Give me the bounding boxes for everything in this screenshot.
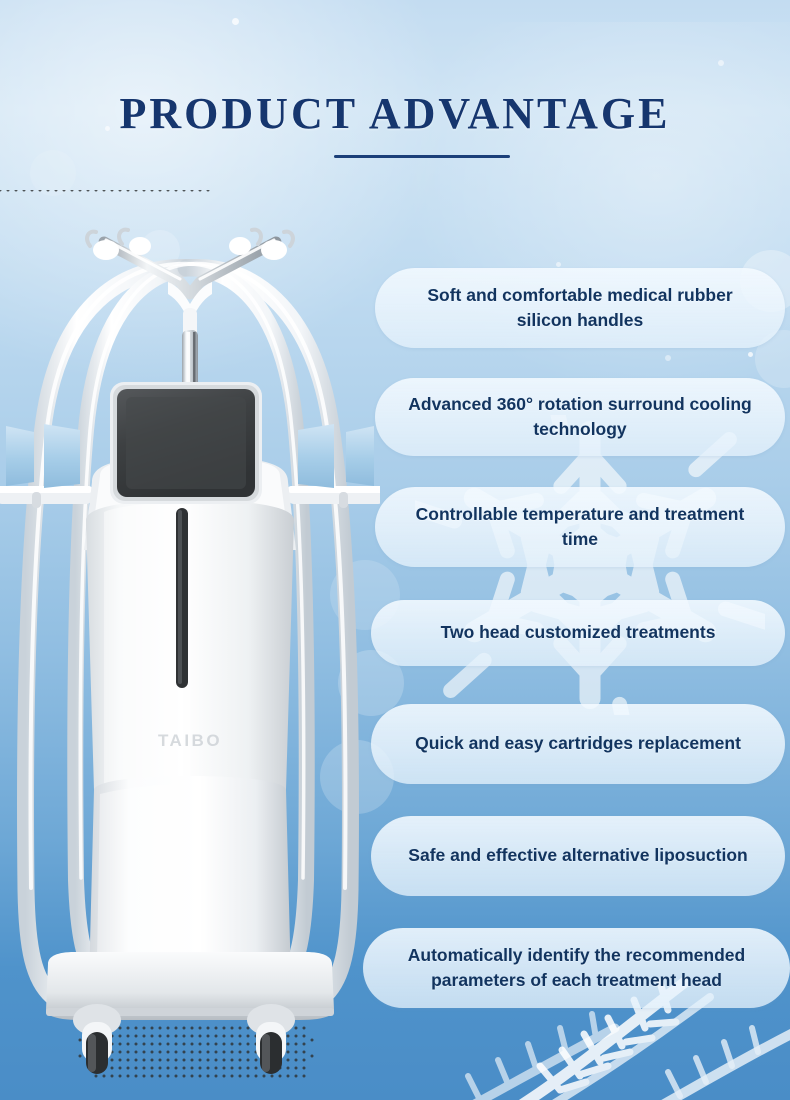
feature-card-temperature[interactable]: Controllable temperature and treatment t… (375, 487, 785, 567)
product-brand-label: TAIBO (158, 731, 222, 750)
title-underline (334, 155, 510, 158)
caster (247, 1004, 295, 1074)
caster (73, 1004, 121, 1074)
snow-dot (556, 262, 561, 267)
snow-dot (718, 60, 724, 66)
snow-dot (665, 355, 671, 361)
feature-card-two-head[interactable]: Two head customized treatments (371, 600, 785, 666)
snow-dot (232, 18, 239, 25)
frosted-branch-icon (465, 1011, 620, 1100)
feature-card-handles[interactable]: Soft and comfortable medical rubber sili… (375, 268, 785, 348)
bokeh-circle (30, 150, 76, 196)
machine-touchscreen (110, 382, 262, 504)
snow-dot (105, 126, 110, 131)
feature-card-cartridges[interactable]: Quick and easy cartridges replacement (371, 704, 785, 784)
feature-card-auto-params[interactable]: Automatically identify the recommended p… (363, 928, 790, 1008)
page-title: PRODUCT ADVANTAGE (119, 89, 671, 138)
feature-card-cooling[interactable]: Advanced 360° rotation surround cooling … (375, 378, 785, 456)
feature-card-liposuction[interactable]: Safe and effective alternative liposucti… (371, 816, 785, 896)
machine-base (46, 952, 334, 1074)
snow-dot (748, 352, 753, 357)
